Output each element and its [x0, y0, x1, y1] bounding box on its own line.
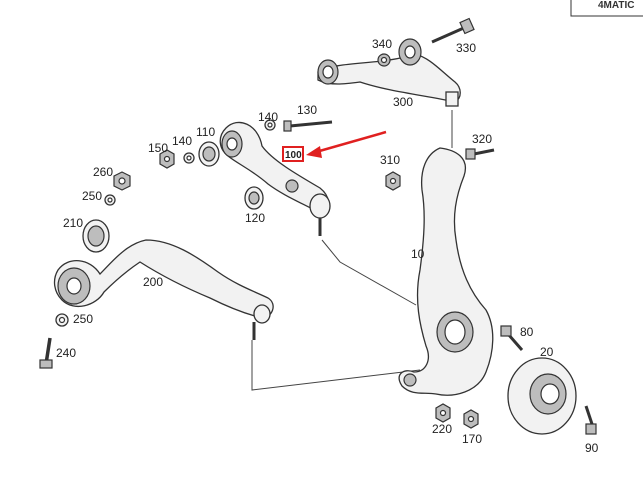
washer-250-upper[interactable] [104, 194, 116, 206]
callout-310[interactable]: 310 [380, 153, 400, 167]
callout-10[interactable]: 10 [411, 247, 425, 261]
callout-330[interactable]: 330 [456, 41, 476, 55]
callout-220[interactable]: 220 [432, 422, 452, 436]
callout-140-left[interactable]: 140 [172, 134, 192, 148]
bolt-320[interactable] [465, 148, 495, 160]
bolt-130[interactable] [283, 120, 333, 132]
leader-lines [251, 110, 453, 391]
callout-200[interactable]: 200 [143, 275, 163, 289]
callout-80[interactable]: 80 [520, 325, 534, 339]
nut-170[interactable] [463, 409, 479, 429]
upper-control-arm-300[interactable] [317, 38, 461, 107]
callout-labels: 10 20 80 90 100 110 120 130 140 140 150 … [56, 37, 599, 455]
callout-260[interactable]: 260 [93, 165, 113, 179]
callout-300[interactable]: 300 [393, 95, 413, 109]
callout-210[interactable]: 210 [63, 216, 83, 230]
bolt-240[interactable] [39, 337, 53, 369]
washer-140-right[interactable] [264, 119, 276, 131]
highlight-arrow [282, 130, 387, 162]
bushing-210[interactable] [82, 219, 110, 253]
callout-90[interactable]: 90 [585, 441, 599, 455]
callout-120[interactable]: 120 [245, 211, 265, 225]
callout-240[interactable]: 240 [56, 346, 76, 360]
callout-100[interactable]: 100 [285, 150, 302, 161]
callout-20[interactable]: 20 [540, 345, 554, 359]
lower-control-arm-200[interactable] [53, 239, 274, 340]
callout-170[interactable]: 170 [462, 432, 482, 446]
bushing-120[interactable] [244, 186, 264, 210]
callout-150[interactable]: 150 [148, 141, 168, 155]
bolt-80[interactable] [500, 325, 524, 351]
callout-130[interactable]: 130 [297, 103, 317, 117]
callout-320[interactable]: 320 [472, 132, 492, 146]
callout-140-right[interactable]: 140 [258, 110, 278, 124]
steering-knuckle-10[interactable] [398, 147, 494, 396]
nut-260[interactable] [113, 171, 131, 191]
callout-250-upper[interactable]: 250 [82, 189, 102, 203]
callout-110[interactable]: 110 [196, 125, 215, 139]
bolt-330[interactable] [431, 17, 475, 44]
nut-340[interactable] [377, 53, 391, 67]
model-badge: 4MATIC [570, 0, 643, 17]
nut-150[interactable] [159, 149, 175, 169]
highlight-box [282, 146, 304, 162]
washer-250-lower[interactable] [55, 313, 69, 327]
washer-140-left[interactable] [183, 152, 195, 164]
model-badge-text: 4MATIC [598, 0, 634, 11]
callout-250-lower[interactable]: 250 [73, 312, 93, 326]
callout-340[interactable]: 340 [372, 37, 392, 51]
bolt-90[interactable] [584, 405, 597, 435]
nut-310[interactable] [385, 171, 401, 191]
nut-220[interactable] [435, 403, 451, 423]
bushing-110[interactable] [198, 141, 220, 167]
transverse-arm-100[interactable] [219, 121, 331, 236]
wheel-hub-20[interactable] [507, 357, 577, 435]
